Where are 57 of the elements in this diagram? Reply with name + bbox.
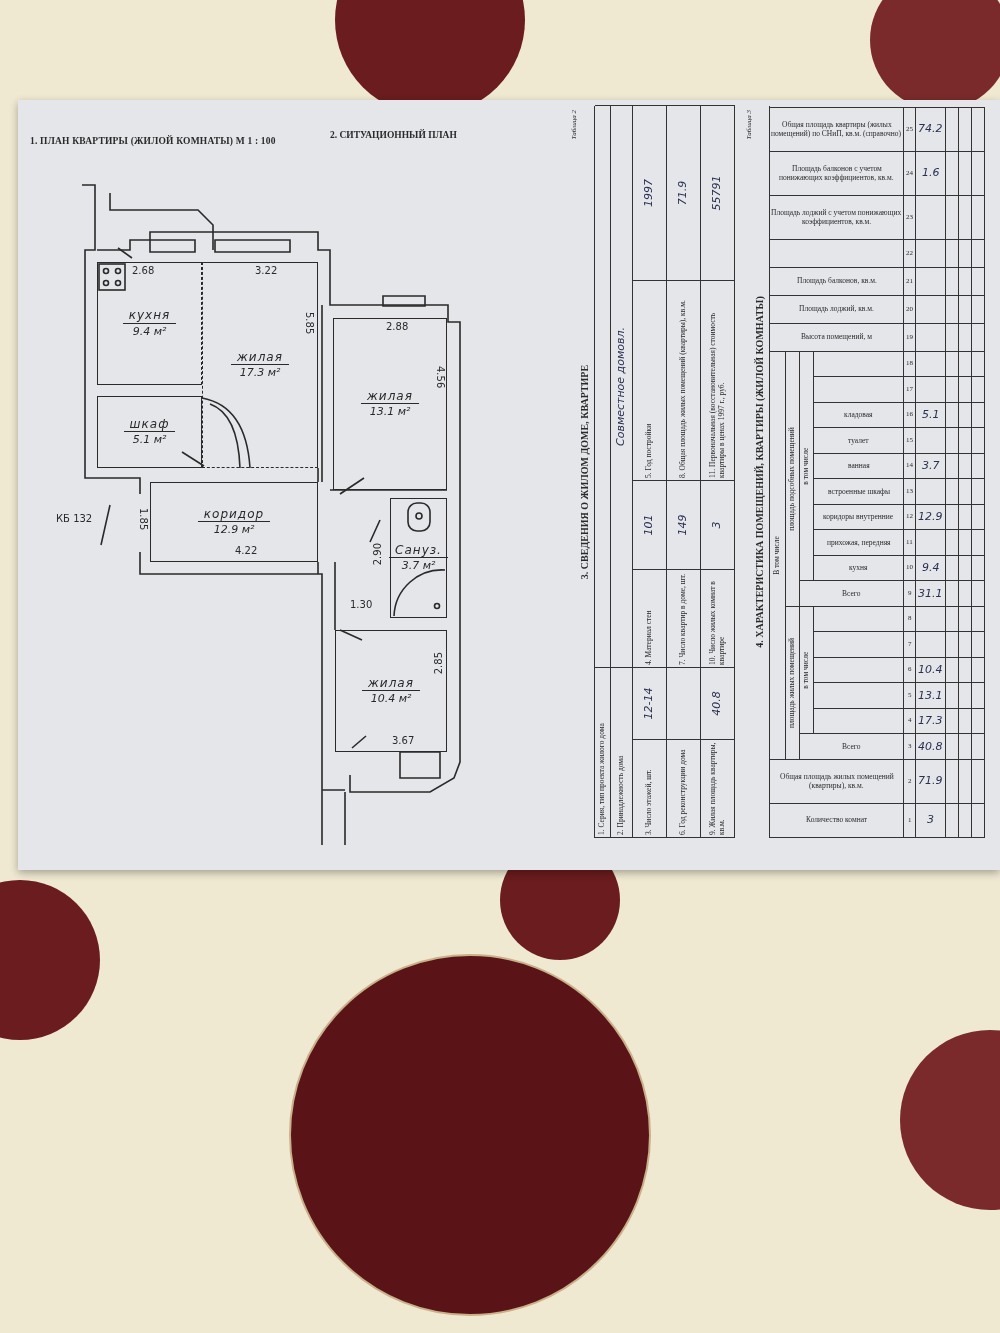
handwritten-value: 3: [701, 480, 735, 569]
room-name: Сануз.: [389, 543, 448, 559]
handwritten-value: 149: [667, 480, 701, 569]
handwritten-value: Совместное домовл.: [611, 105, 633, 667]
table-value: 3: [916, 803, 946, 837]
handwritten-value: 40.8: [701, 667, 735, 739]
table-value: 13.1: [916, 682, 946, 708]
room-area: 12.9 м²: [213, 524, 255, 537]
handwritten-value: 71.9: [667, 105, 701, 280]
section-title: 2. СИТУАЦИОННЫЙ ПЛАН: [330, 130, 457, 140]
table-value: 31.1: [916, 580, 946, 606]
table-value: 40.8: [916, 733, 946, 759]
handwritten-value: 12-14: [633, 667, 667, 739]
handwritten-value: 101: [633, 480, 667, 569]
room-outline: [97, 262, 202, 385]
section-heading: 4. ХАРАКТЕРИСТИКА ПОМЕЩЕНИЙ, КВАРТИРЫ (ЖИЛОЙ КОМНАТЫ): [754, 296, 765, 648]
dimension-label: 1.30: [350, 600, 373, 610]
room-outline: [97, 396, 202, 468]
room-outline: [150, 482, 318, 562]
dimension-label: КБ 132: [56, 514, 93, 524]
dimension-label: 2.68: [132, 266, 155, 276]
handwritten-value: 55791: [701, 105, 735, 280]
room-outline: [390, 498, 447, 618]
table-value: 9.4: [916, 555, 946, 581]
table-value: 5.1: [916, 402, 946, 428]
dimension-label: 2.85: [434, 652, 444, 675]
table-value: 3.7: [916, 453, 946, 479]
room-name: жилая: [231, 350, 289, 366]
room-name: кухня: [122, 309, 177, 324]
room-area: 5.1 м²: [132, 434, 167, 447]
table-value: 12.9: [916, 504, 946, 530]
dimension-label: 2.88: [386, 322, 409, 332]
room-area: 9.4 м²: [132, 325, 167, 338]
handwritten-value: 1997: [633, 105, 667, 280]
plan-title: 1. ПЛАН КВАРТИРЫ (ЖИЛОЙ КОМНАТЫ) М 1 : 100: [30, 136, 276, 146]
room-name: жилая: [362, 676, 420, 692]
room-area: 10.4 м²: [370, 693, 412, 706]
room-outline: [202, 262, 318, 468]
dimension-label: 4.56: [435, 366, 445, 389]
room-outline: [333, 318, 447, 490]
room-area: 3.7 м²: [401, 560, 436, 573]
section-heading: 3. СВЕДЕНИЯ О ЖИЛОМ ДОМЕ, КВАРТИРЕ: [579, 364, 590, 580]
dimension-label: 5.85: [304, 312, 314, 335]
table-value: 10.4: [916, 657, 946, 683]
dimension-label: 3.22: [255, 266, 278, 276]
room-area: 13.1 м²: [369, 406, 411, 419]
table-value: 71.9: [916, 759, 946, 803]
dimension-label: 3.67: [392, 736, 415, 746]
room-area: 17.3 м²: [239, 367, 281, 380]
table-value: 74.2: [916, 107, 946, 151]
dimension-label: 4.22: [235, 546, 258, 556]
table-value: 1.6: [916, 151, 946, 195]
room-name: шкаф: [123, 417, 176, 433]
room-outline: [335, 630, 447, 752]
room-name: жилая: [361, 389, 419, 405]
room-name: коридор: [197, 507, 271, 523]
table-value: 17.3: [916, 708, 946, 734]
